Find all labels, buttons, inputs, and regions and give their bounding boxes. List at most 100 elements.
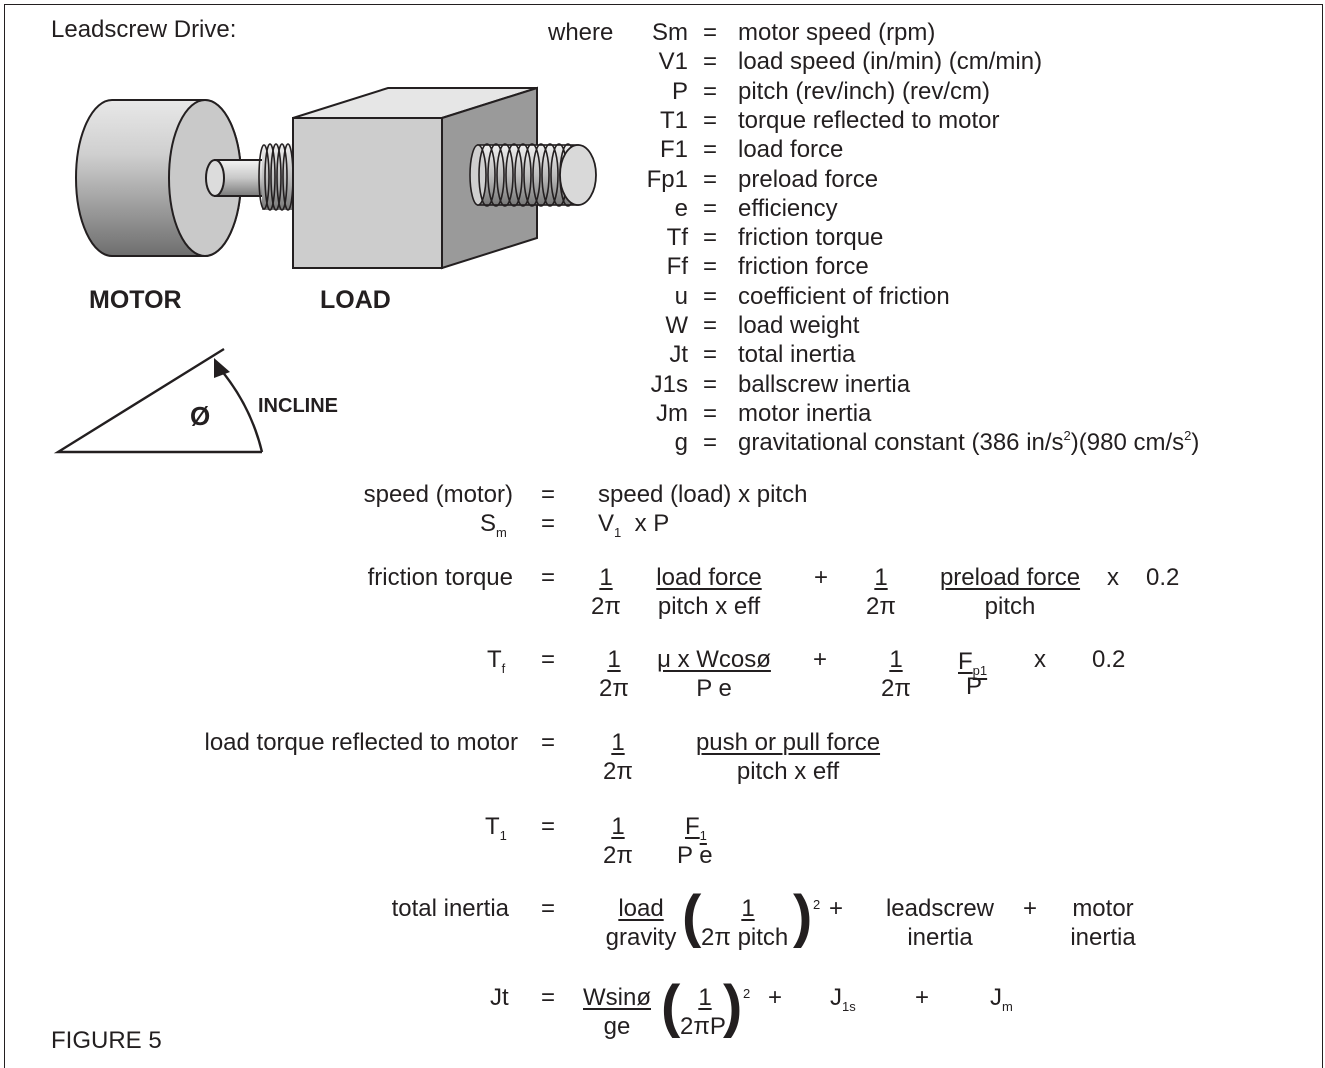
legend-equals: = xyxy=(703,371,718,398)
angle-symbol: Ø xyxy=(190,401,211,431)
eq7-lhs: total inertia xyxy=(391,895,509,922)
legend-symbol: J1s xyxy=(650,371,688,398)
legend-description: total inertia xyxy=(738,341,856,368)
legend-equals: = xyxy=(703,224,718,251)
legend-description: load weight xyxy=(738,312,860,339)
eq6-lhs: T1 xyxy=(485,813,507,843)
legend-description: coefficient of friction xyxy=(738,283,950,310)
diagram-title: Leadscrew Drive: xyxy=(51,16,237,43)
eq4-fp-den: P xyxy=(966,673,983,700)
load-block xyxy=(292,86,538,270)
legend-symbol: u xyxy=(674,283,688,310)
legend-equals: = xyxy=(703,253,718,280)
eq5-num: push or pull force xyxy=(695,729,881,756)
eq1-lhs: speed (motor) xyxy=(363,481,513,508)
eq7-plus-b: + xyxy=(1023,895,1038,922)
eq4-twopi-b: 2π xyxy=(881,675,911,702)
eq1-rhs: speed (load) x pitch xyxy=(598,481,808,508)
eq8-jm: Jm xyxy=(990,984,1013,1014)
eq3-one-b: 1 xyxy=(874,564,888,591)
load-label: LOAD xyxy=(320,286,391,314)
eq7-inner: 2π pitch xyxy=(701,924,789,951)
eq7-den1: gravity xyxy=(605,924,677,951)
eq6-den: P e xyxy=(677,842,713,869)
eq3-twopi-b: 2π xyxy=(866,593,896,620)
legend-description: friction torque xyxy=(738,224,884,251)
eq4-factor: 0.2 xyxy=(1092,646,1126,673)
eq2-equals: = xyxy=(541,510,556,537)
eq8-den1: ge xyxy=(603,1013,631,1040)
eq8-equals: = xyxy=(541,984,556,1011)
eq4-twopi-a: 2π xyxy=(599,675,629,702)
eq6-f-num: F1 xyxy=(685,813,707,843)
figure-label: FIGURE 5 xyxy=(51,1027,162,1054)
legend-equals: = xyxy=(703,78,718,105)
legend-symbol: W xyxy=(665,312,688,339)
legend-equals: = xyxy=(703,136,718,163)
legend-symbol: F1 xyxy=(659,136,688,163)
legend-equals: = xyxy=(703,19,718,46)
eq4-num1: μ x Wcosø xyxy=(657,646,771,673)
legend-equals: = xyxy=(703,195,718,222)
legend-symbol: Jt xyxy=(669,341,688,368)
eq8-plus-a: + xyxy=(768,984,783,1011)
eq3-plus: + xyxy=(814,564,829,591)
legend-description: load speed (in/min) (cm/min) xyxy=(738,48,1043,75)
legend-equals: = xyxy=(703,312,718,339)
legend-symbol: e xyxy=(674,195,688,222)
legend-equals: = xyxy=(703,341,718,368)
eq8-right-paren: ) xyxy=(723,974,743,1039)
eq6-twopi: 2π xyxy=(603,842,633,869)
eq7-motor: motor xyxy=(1072,895,1134,922)
legend-description: preload force xyxy=(738,166,879,193)
eq7-equals: = xyxy=(541,895,556,922)
eq8-left-paren: ( xyxy=(661,974,681,1039)
eq7-plus-a: + xyxy=(829,895,844,922)
legend-symbol: Jm xyxy=(656,400,688,427)
eq7-motor-inertia: inertia xyxy=(1070,924,1136,951)
legend-symbol: Tf xyxy=(666,224,688,251)
legend-description: torque reflected to motor xyxy=(738,107,1000,134)
eq7-one: 1 xyxy=(741,895,755,922)
eq7-leadscrew: leadscrew xyxy=(885,895,995,922)
legend-description: motor inertia xyxy=(738,400,872,427)
eq8-inner: 2πP xyxy=(680,1013,726,1040)
eq4-den1: P e xyxy=(696,675,732,702)
eq5-lhs: load torque reflected to motor xyxy=(204,729,518,756)
eq4-one-a: 1 xyxy=(607,646,621,673)
eq4-one-b: 1 xyxy=(889,646,903,673)
eq4-equals: = xyxy=(541,646,556,673)
legend-symbol: V1 xyxy=(658,48,688,75)
eq3-den1: pitch x eff xyxy=(657,593,761,620)
eq3-factor: 0.2 xyxy=(1146,564,1180,591)
legend-symbol: g xyxy=(674,429,688,456)
legend-equals: = xyxy=(703,400,718,427)
legend-where: where xyxy=(548,19,614,46)
eq4-plus: + xyxy=(813,646,828,673)
eq8-j1s: J1s xyxy=(830,984,856,1014)
eq2-rhs: V1 x P xyxy=(598,510,670,540)
eq5-equals: = xyxy=(541,729,556,756)
eq7-leadscrew-inertia: inertia xyxy=(907,924,973,951)
eq3-den2: pitch xyxy=(984,593,1036,620)
eq3-times: x xyxy=(1107,564,1119,591)
eq3-equals: = xyxy=(541,564,556,591)
legend-symbol: P xyxy=(671,78,688,105)
motor-label: MOTOR xyxy=(89,286,182,314)
eq3-lhs: friction torque xyxy=(367,564,513,591)
eq8-one: 1 xyxy=(698,984,712,1011)
eq4-lhs: Tf xyxy=(487,646,506,676)
eq7-num1: load xyxy=(618,895,664,922)
eq3-twopi-a: 2π xyxy=(591,593,621,620)
legend-description: motor speed (rpm) xyxy=(738,19,936,46)
legend-equals: = xyxy=(703,166,718,193)
legend-description: ballscrew inertia xyxy=(738,371,911,398)
eq4-times: x xyxy=(1034,646,1046,673)
eq2-lhs: Sm xyxy=(480,510,507,540)
screw-thread-left xyxy=(258,143,296,211)
eq3-num1: load force xyxy=(656,564,762,591)
eq7-right-paren: ) xyxy=(793,884,813,949)
eq5-den: pitch x eff xyxy=(736,758,840,785)
